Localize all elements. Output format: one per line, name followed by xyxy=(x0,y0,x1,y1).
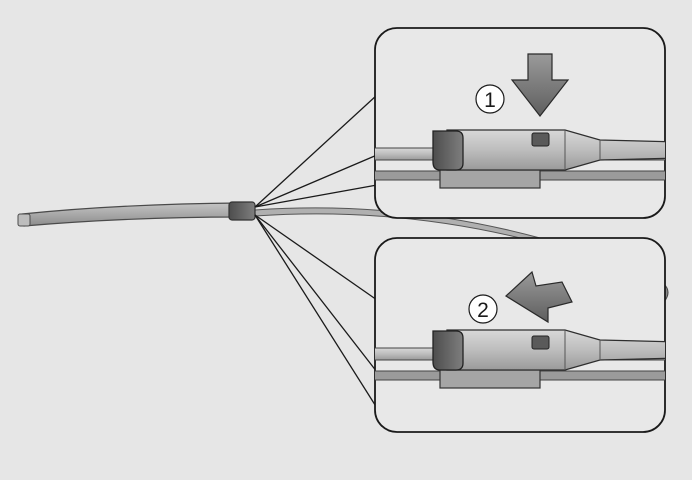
release-tab xyxy=(531,132,550,147)
blade-assembly xyxy=(375,129,665,189)
callout-leader-lines xyxy=(254,94,378,409)
arrow-left-icon xyxy=(505,270,573,324)
step-number-badge xyxy=(468,294,498,324)
release-tab xyxy=(531,335,550,350)
step-number: 1 xyxy=(484,89,496,112)
arrow-down-icon xyxy=(510,53,570,117)
wiper-connector xyxy=(228,201,256,221)
wiper-arm-tip xyxy=(17,213,31,227)
callout-step-1: 1 xyxy=(374,27,666,219)
callout-step-2: 2 xyxy=(374,237,666,433)
step-number-badge xyxy=(475,84,505,114)
wiper-arm xyxy=(21,202,241,227)
step-number: 2 xyxy=(477,299,489,322)
blade-assembly xyxy=(375,329,665,389)
